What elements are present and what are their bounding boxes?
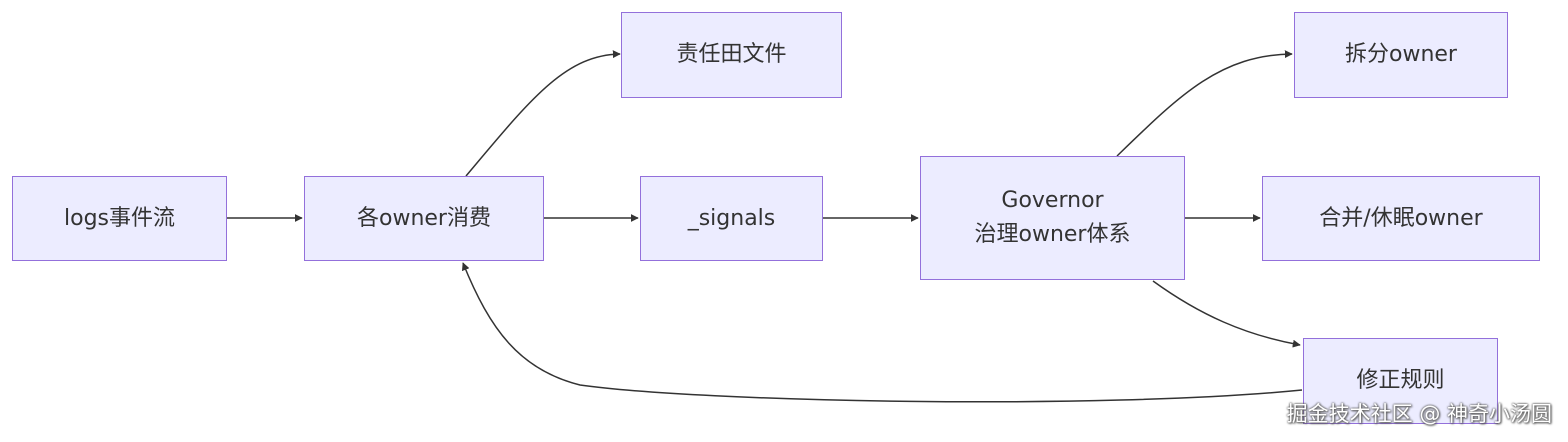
node-logs-label: logs事件流 xyxy=(64,205,175,231)
node-fix-rules-label: 修正规则 xyxy=(1356,368,1445,393)
node-signals: _signals xyxy=(640,176,823,261)
edge-consume-to-responsibility xyxy=(465,50,621,177)
node-owner-consume-label: 各owner消费 xyxy=(357,205,491,231)
node-merge-sleep-owner: 合并/休眠owner xyxy=(1262,176,1540,261)
node-governor-line2: 治理owner体系 xyxy=(974,222,1131,247)
node-signals-label: _signals xyxy=(687,205,776,231)
node-fix-rules: 修正规则 xyxy=(1303,338,1498,424)
node-owner-consume: 各owner消费 xyxy=(304,176,544,261)
node-split-label: 拆分owner xyxy=(1345,42,1457,67)
node-logs-event-stream: logs事件流 xyxy=(12,176,227,261)
node-responsibility-label: 责任田文件 xyxy=(676,42,787,67)
node-governor-line1: Governor xyxy=(1001,188,1104,213)
edge-fix-rules-to-consume xyxy=(461,262,1303,403)
edge-governor-to-split xyxy=(1116,50,1293,157)
node-split-owner: 拆分owner xyxy=(1294,12,1508,98)
node-governor: Governor 治理owner体系 xyxy=(920,156,1185,280)
edge-governor-to-fix-rules xyxy=(1152,280,1301,348)
node-responsibility-file: 责任田文件 xyxy=(621,12,842,98)
watermark-text: 掘金技术社区 @ 神奇小汤圆 xyxy=(1286,402,1552,426)
node-merge-label: 合并/休眠owner xyxy=(1319,205,1483,231)
